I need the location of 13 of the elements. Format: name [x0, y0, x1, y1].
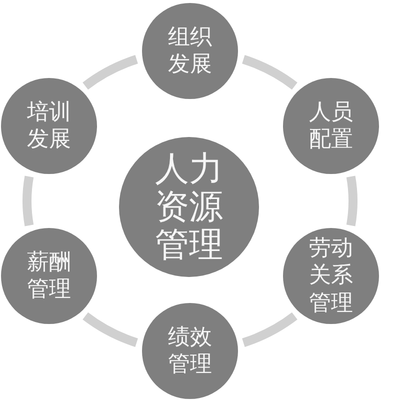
ring-connector — [346, 176, 358, 226]
ring-connector — [242, 55, 298, 90]
ring-connector — [82, 55, 138, 90]
topic-label: 组织发展 — [166, 24, 213, 78]
core-label: 人力资源管理 — [154, 150, 224, 264]
topic-label: 劳动关系管理 — [308, 234, 354, 318]
topic-label: 培训发展 — [26, 98, 72, 154]
topic-label: 薪酬管理 — [26, 248, 72, 304]
ring-connector — [22, 176, 34, 226]
topic-label: 绩效管理 — [166, 324, 213, 378]
ring-connector — [82, 312, 138, 347]
ring-connector — [242, 312, 298, 347]
topic-label: 人员配置 — [308, 98, 354, 154]
